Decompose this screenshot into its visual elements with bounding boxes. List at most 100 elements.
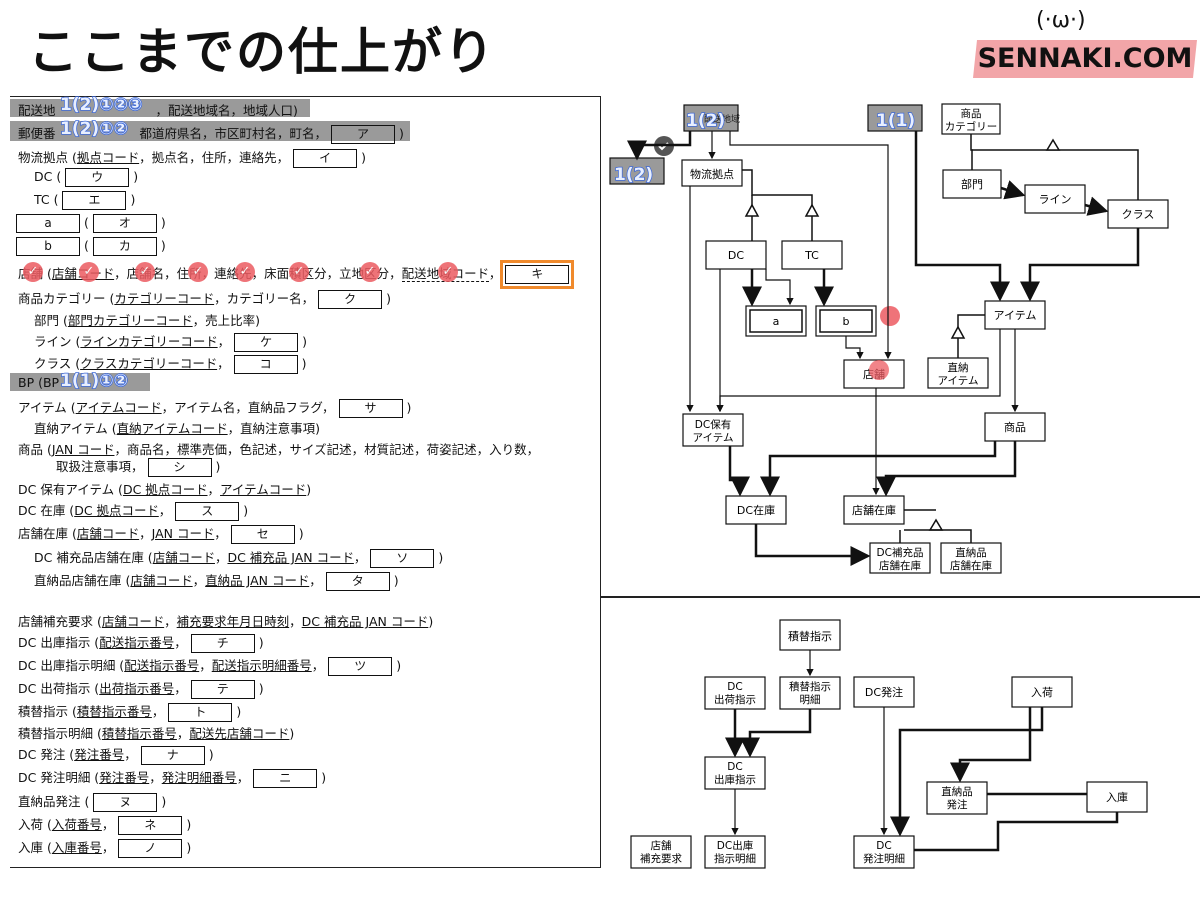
blank-ni-box[interactable]: ニ: [253, 769, 318, 788]
doc-line-hojuyokyu: 店舗補充要求 (店舗コード，補充要求年月日時刻，DC 補充品 JAN コード): [18, 614, 434, 629]
node-chokuno-item: 直納 アイテム: [927, 357, 989, 389]
svg-text:商品: 商品: [961, 107, 982, 120]
logo-face: (·ω·): [1036, 8, 1086, 33]
svg-text:TC: TC: [804, 249, 819, 262]
blank-tsu-box[interactable]: ツ: [328, 657, 393, 676]
svg-text:店舗在庫: 店舗在庫: [879, 559, 921, 572]
node-bp-shaded: [867, 104, 923, 132]
node-chokuno-hatchu: 直納品 発注: [926, 781, 988, 815]
doc-line-chokunohatchu: 直納品発注 (ヌ): [18, 791, 166, 812]
check-icon: ✓: [188, 262, 208, 282]
svg-text:店舗在庫: 店舗在庫: [950, 559, 992, 572]
blank-se-box[interactable]: セ: [230, 525, 295, 544]
svg-text:商品: 商品: [1004, 420, 1026, 434]
node-dc: DC: [705, 240, 767, 270]
svg-text:出荷指示: 出荷指示: [714, 693, 756, 706]
blank-sa-box[interactable]: サ: [338, 399, 403, 418]
node-tenpozaiko: 店舗在庫: [843, 495, 905, 525]
node-dczaiko: DC在庫: [725, 495, 787, 525]
node-bumon: 部門: [942, 169, 1002, 199]
blank-ko-box[interactable]: コ: [233, 355, 298, 374]
node-dchoyu: DC保有 アイテム: [682, 413, 744, 447]
doc-line-chokuno: 直納アイテム (直納アイテムコード，直納注意事項): [34, 421, 321, 436]
node-tsumikae-meisai: 積替指示 明細: [779, 676, 841, 710]
blank-so-box[interactable]: ソ: [370, 549, 435, 568]
svg-text:DC出庫: DC出庫: [717, 839, 754, 852]
svg-text:指示明細: 指示明細: [714, 852, 756, 865]
blank-to-box[interactable]: ト: [168, 703, 233, 722]
doc-line-butsuryu: 物流拠点 (拠点コード，拠点名，住所，連絡先，イ): [18, 147, 366, 168]
svg-text:DC保有: DC保有: [695, 418, 731, 431]
svg-text:DC: DC: [876, 840, 891, 852]
svg-text:入荷: 入荷: [1031, 686, 1053, 699]
doc-line-class: クラス (クラスカテゴリーコード，コ): [34, 353, 307, 374]
blank-a-entity-box[interactable]: a: [16, 214, 80, 233]
svg-text:発注: 発注: [947, 798, 968, 811]
node-dcshukko: DC 出庫指示: [704, 756, 766, 790]
check-icon: ✓: [235, 262, 255, 282]
blank-ke-box[interactable]: ケ: [234, 333, 299, 352]
check-icon: ✓: [289, 262, 309, 282]
shade-row-2: [10, 121, 410, 141]
svg-text:明細: 明細: [800, 693, 821, 706]
node-butsuryu: 物流拠点: [681, 159, 743, 187]
blank-na-box[interactable]: ナ: [140, 746, 205, 765]
svg-text:物流拠点: 物流拠点: [690, 167, 734, 181]
doc-line-dc: DC (ウ): [34, 168, 138, 187]
node-dchoju-zaiko: DC補充品 店舗在庫: [869, 542, 931, 574]
check-icon: ✓: [438, 262, 458, 282]
svg-text:部門: 部門: [961, 177, 983, 191]
blank-o-box[interactable]: オ: [92, 214, 157, 233]
blank-b-entity-box[interactable]: b: [16, 237, 80, 256]
svg-text:クラス: クラス: [1122, 208, 1155, 221]
doc-line-dcshukka: DC 出荷指示 (出荷指示番号，テ): [18, 678, 264, 699]
blank-te-box[interactable]: テ: [190, 680, 255, 699]
entity-relationship-diagram: 配送地域 1(2) 1(2) 1(1) 物流拠点 商品 カテゴリー 部門 ライン…: [609, 103, 1169, 869]
blank-ki-box[interactable]: キ: [500, 260, 575, 289]
blank-i-box[interactable]: イ: [293, 149, 358, 168]
doc-line-dczaiko: DC 在庫 (DC 拠点コード，ス): [18, 500, 248, 521]
svg-text:カテゴリー: カテゴリー: [945, 120, 998, 133]
blank-shi-box[interactable]: シ: [147, 458, 212, 477]
svg-text:出庫指示: 出庫指示: [714, 773, 756, 786]
blank-ne-box[interactable]: ネ: [118, 816, 183, 835]
diagram-divider: [600, 596, 1200, 598]
doc-line-a: a(オ): [16, 214, 166, 233]
blank-no-box[interactable]: ノ: [118, 839, 183, 858]
svg-text:DC: DC: [727, 681, 742, 693]
blank-ku-box[interactable]: ク: [318, 290, 383, 309]
svg-text:アイテム: アイテム: [693, 432, 734, 444]
badge-1-2-12: 1(2)①②: [59, 118, 128, 140]
check-icon: ✓: [360, 262, 380, 282]
page-title: ここまでの仕上がり: [28, 23, 496, 81]
check-icon: ✓: [135, 262, 155, 282]
blank-e-box[interactable]: エ: [62, 191, 127, 210]
svg-text:アイテム: アイテム: [994, 309, 1037, 322]
doc-line-shohincat: 商品カテゴリー (カテゴリーコード，カテゴリー名，ク): [18, 288, 391, 309]
blank-chi-box[interactable]: チ: [190, 634, 255, 653]
doc-line-bumon: 部門 (部門カテゴリーコード，売上比率): [34, 313, 261, 328]
svg-text:DC発注: DC発注: [865, 685, 903, 699]
blank-a-box[interactable]: ア: [331, 125, 396, 144]
doc-line-line: ライン (ラインカテゴリーコード，ケ): [34, 331, 307, 352]
blank-u-box[interactable]: ウ: [65, 168, 130, 187]
badge-1-1-12: 1(1)①②: [59, 370, 128, 392]
blank-su-box[interactable]: ス: [175, 502, 240, 521]
node-b: b: [815, 305, 877, 337]
node-tenpo-hoju: 店舗 補充要求: [630, 835, 692, 869]
blank-ka-box[interactable]: カ: [92, 237, 157, 256]
blank-nu-box[interactable]: ヌ: [93, 793, 158, 812]
node-shohincat: 商品 カテゴリー: [941, 103, 1001, 135]
svg-text:a: a: [773, 315, 780, 328]
svg-text:直納品: 直納品: [955, 546, 987, 559]
blank-ta-box[interactable]: タ: [325, 572, 390, 591]
doc-line-bp: BP (BP: [18, 375, 60, 390]
diagram-connectors-top: [627, 131, 1140, 566]
doc-line-dchoyu: DC 保有アイテム (DC 拠点コード，アイテムコード): [18, 482, 312, 497]
svg-text:発注明細: 発注明細: [863, 852, 905, 865]
check-icon: [869, 360, 889, 380]
node-nyuko: 入庫: [1086, 781, 1148, 813]
node-haisou: 配送地域: [683, 104, 740, 132]
doc-line-dchatchu: DC 発注 (発注番号，ナ): [18, 744, 214, 765]
shade-row-1: [10, 99, 310, 117]
